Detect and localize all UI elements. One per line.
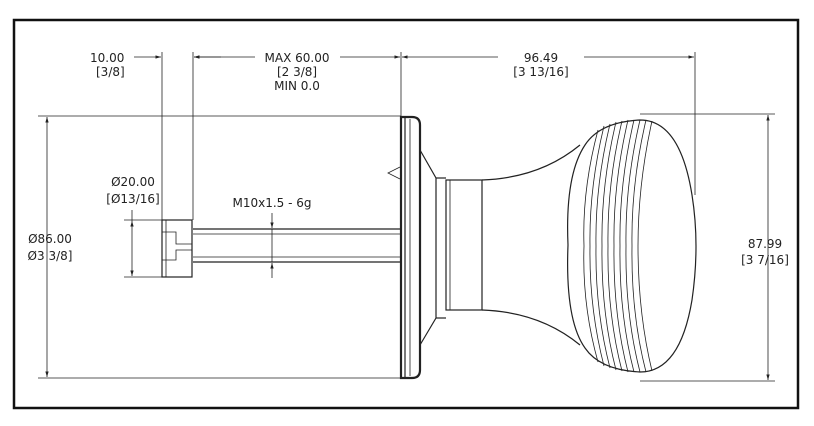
spindle-length-dim-imperial: [2 3/8] xyxy=(277,65,317,79)
collar-width-dim-imperial: [3/8] xyxy=(96,65,125,79)
extension-lines xyxy=(38,52,775,382)
thread-spec-dim: M10x1.5 - 6g xyxy=(232,196,311,210)
rose-plate xyxy=(399,115,422,380)
collar-diameter-dim: Ø20.00 xyxy=(111,175,155,189)
collar-diameter-dim-imperial: [Ø13/16] xyxy=(106,192,159,206)
drawing-frame xyxy=(12,18,800,410)
spindle xyxy=(193,228,401,263)
knob-length-dim: 96.49 xyxy=(524,51,558,65)
knob-head xyxy=(567,119,697,373)
dimension-lines xyxy=(45,55,770,380)
spindle-length-min-dim: MIN 0.0 xyxy=(274,79,320,93)
collar-width-dim: 10.00 xyxy=(90,51,124,65)
knob-diameter-dim-imperial: [3 7/16] xyxy=(741,253,789,267)
rose-marker xyxy=(387,166,401,180)
knob-diameter-dim: 87.99 xyxy=(748,237,782,251)
spindle-collar xyxy=(161,219,193,278)
rose-diameter-dim: Ø86.00 xyxy=(28,232,72,246)
rose-diameter-dim-imperial: Ø3 3/8] xyxy=(28,249,73,263)
knob-neck xyxy=(419,144,581,346)
spindle-length-max-dim: MAX 60.00 xyxy=(265,51,330,65)
knob-length-dim-imperial: [3 13/16] xyxy=(513,65,568,79)
